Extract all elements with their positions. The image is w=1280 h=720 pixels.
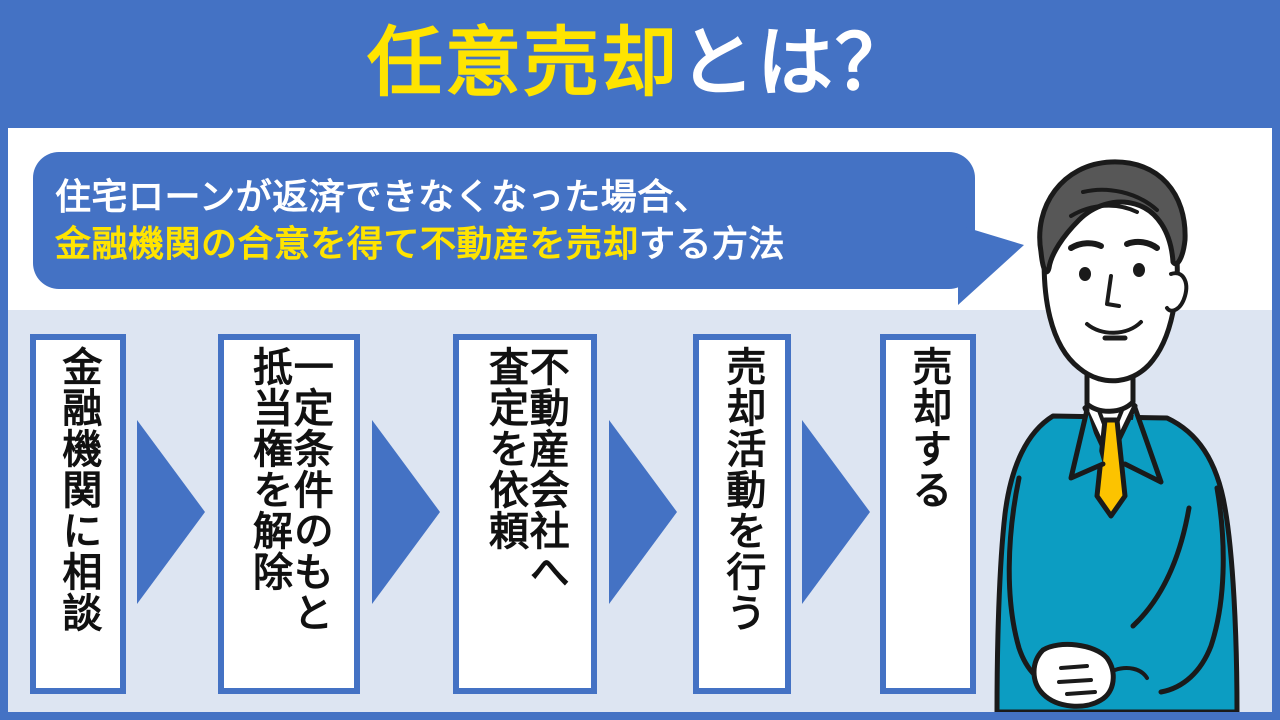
flow-step-1-column-1: 金融機関に相談 [56, 346, 101, 633]
mouth [1085, 320, 1143, 335]
flow-arrow-2-icon [372, 420, 440, 604]
flow-step-2: 一定条件のもと 抵当権を解除 [218, 334, 360, 694]
flow-step-5: 売却する [880, 334, 976, 694]
eye-left [1079, 267, 1091, 281]
eyebrow-right [1124, 238, 1160, 251]
flow-step-3: 不動産会社へ 査定を依頼 [453, 334, 597, 694]
flow-arrow-1-icon [137, 420, 205, 604]
definition-line-1-text: 住宅ローンが返済できなくなった場合、 [55, 176, 711, 218]
title-banner: 任意売却とは？ [0, 0, 1280, 128]
eyebrow-left [1068, 240, 1104, 251]
eye-right [1133, 263, 1145, 277]
flow-step-1: 金融機関に相談 [30, 334, 126, 694]
definition-line-2-highlight: 金融機関の合意を得て不動産を売却 [55, 222, 640, 264]
flow-step-3-column-1: 不動産会社へ [523, 346, 568, 592]
flow-step-3-column-2: 査定を依頼 [483, 346, 527, 551]
page-title-highlight: 任意売却 [367, 21, 679, 106]
suit-body [994, 413, 1240, 712]
flow-arrow-4-icon [802, 420, 870, 604]
businessman-illustration [994, 159, 1240, 712]
flow-step-2-column-2: 抵当権を解除 [247, 346, 291, 592]
flow-arrow-3-icon [609, 420, 677, 604]
nose [1105, 274, 1121, 308]
flow-step-5-column-1: 売却する [906, 346, 951, 510]
necktie [1094, 417, 1128, 519]
hair [1037, 159, 1188, 275]
flow-step-4: 売却活動を行う [693, 334, 791, 694]
definition-line-2-tail: する方法 [639, 222, 786, 264]
definition-line-2: 金融機関の合意を得て不動産を売却する方法 [55, 221, 975, 267]
page-title: 任意売却とは？ [367, 26, 913, 102]
definition-speech-bubble: 住宅ローンが返済できなくなった場合、 金融機関の合意を得て不動産を売却する方法 [33, 152, 975, 289]
hands [1031, 642, 1116, 709]
speech-bubble-tail-icon [958, 225, 1024, 305]
flow-step-2-column-1: 一定条件のもと [287, 346, 332, 633]
page-title-plain: とは？ [679, 21, 913, 106]
definition-line-1: 住宅ローンが返済できなくなった場合、 [55, 174, 975, 220]
flow-step-4-column-1: 売却活動を行う [720, 346, 765, 633]
